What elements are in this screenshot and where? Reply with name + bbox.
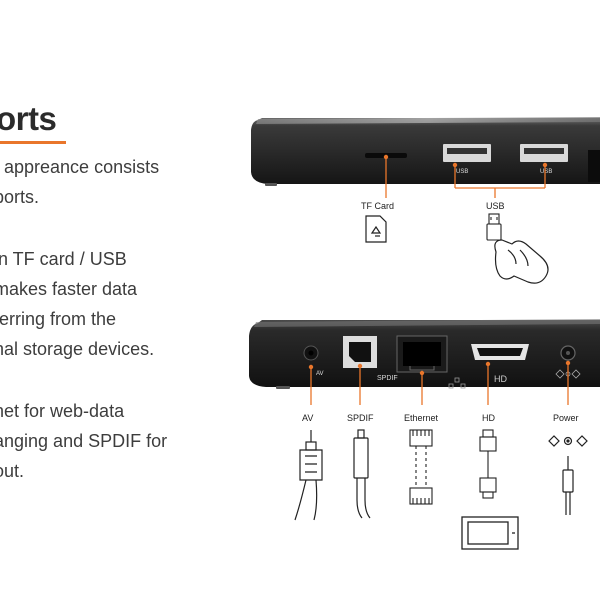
- ethernet-port: [396, 335, 466, 389]
- power-port: [555, 345, 581, 379]
- network-icon: [448, 377, 466, 389]
- paragraph-line: ferring from the: [0, 309, 117, 329]
- power-plug-icon: [548, 435, 588, 515]
- description-paragraph-1: t appreance consists ports.: [0, 152, 159, 212]
- spdif-port-mark: SPDIF: [377, 375, 398, 382]
- usb-port-2-mark: USB: [540, 169, 552, 175]
- top-callout-lines: [383, 154, 548, 198]
- av-port: AV: [303, 345, 324, 377]
- heading-underline: [0, 141, 66, 144]
- paragraph-line: ports.: [0, 187, 40, 207]
- top-device: [251, 117, 600, 186]
- tf-card-label: TF Card: [361, 201, 394, 211]
- av-label: AV: [302, 413, 313, 423]
- tv-icon: [461, 516, 519, 550]
- paragraph-line: makes faster data: [0, 279, 138, 299]
- power-label: Power: [553, 413, 579, 423]
- paragraph-line: net for web-data: [0, 401, 125, 421]
- hand-icon: [494, 239, 549, 284]
- usb-port-2: USB: [520, 144, 568, 175]
- hd-label: HD: [482, 413, 495, 423]
- paragraph-line: out.: [0, 461, 25, 481]
- section-heading: orts: [0, 100, 57, 137]
- usb-drive-icon: [486, 213, 502, 241]
- hd-port-mark: HD: [494, 374, 507, 384]
- hdmi-cable-icon: [479, 429, 497, 499]
- paragraph-line: t appreance consists: [0, 157, 160, 177]
- description-paragraph-3: net for web-data anging and SPDIF for ou…: [0, 396, 167, 486]
- paragraph-line: nal storage devices.: [0, 339, 155, 359]
- optical-cable-icon: [353, 429, 371, 519]
- bottom-callout-lines: [308, 360, 571, 405]
- usb-port-1-mark: USB: [456, 169, 468, 175]
- usb-label: USB: [486, 201, 505, 211]
- spdif-label: SPDIF: [347, 413, 374, 423]
- hd-port: HD: [471, 344, 529, 384]
- paragraph-line: in TF card / USB: [0, 249, 127, 269]
- av-cable-icon: [294, 430, 323, 521]
- paragraph-line: anging and SPDIF for: [0, 431, 168, 451]
- usb-port-1: USB: [443, 144, 491, 175]
- sd-card-icon: [365, 215, 387, 243]
- av-port-mark: AV: [316, 371, 324, 377]
- spdif-port: SPDIF: [343, 336, 398, 382]
- ethernet-label: Ethernet: [404, 413, 439, 423]
- description-paragraph-2: in TF card / USB makes faster data ferri…: [0, 244, 154, 364]
- ethernet-cable-icon: [409, 429, 433, 505]
